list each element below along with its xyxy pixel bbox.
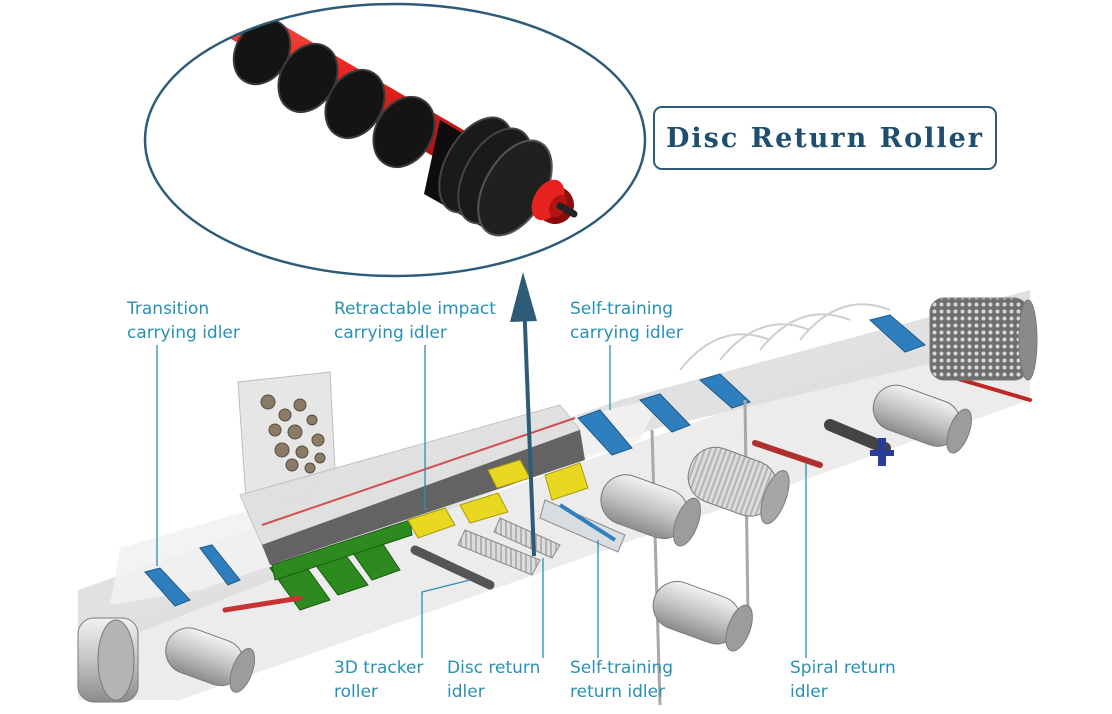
diagram-title: Disc Return Roller bbox=[665, 122, 985, 154]
label-self-training-return-idler: Self-training return idler bbox=[570, 658, 674, 702]
title-box: Disc Return Roller bbox=[653, 106, 997, 170]
disc-return-roller-photo bbox=[143, 2, 647, 278]
label-disc-return-idler: Disc return idler bbox=[447, 658, 541, 702]
label-3d-tracker-roller: 3D tracker roller bbox=[334, 658, 424, 702]
label-spiral-return-idler: Spiral return idler bbox=[790, 658, 896, 702]
label-transition-carrying-idler: Transition carrying idler bbox=[127, 299, 240, 343]
label-self-training-carrying-idler: Self-training carrying idler bbox=[570, 299, 683, 343]
callout-arrow bbox=[510, 272, 537, 557]
label-retractable-impact-carrying-idler: Retractable impact carrying idler bbox=[334, 299, 496, 343]
